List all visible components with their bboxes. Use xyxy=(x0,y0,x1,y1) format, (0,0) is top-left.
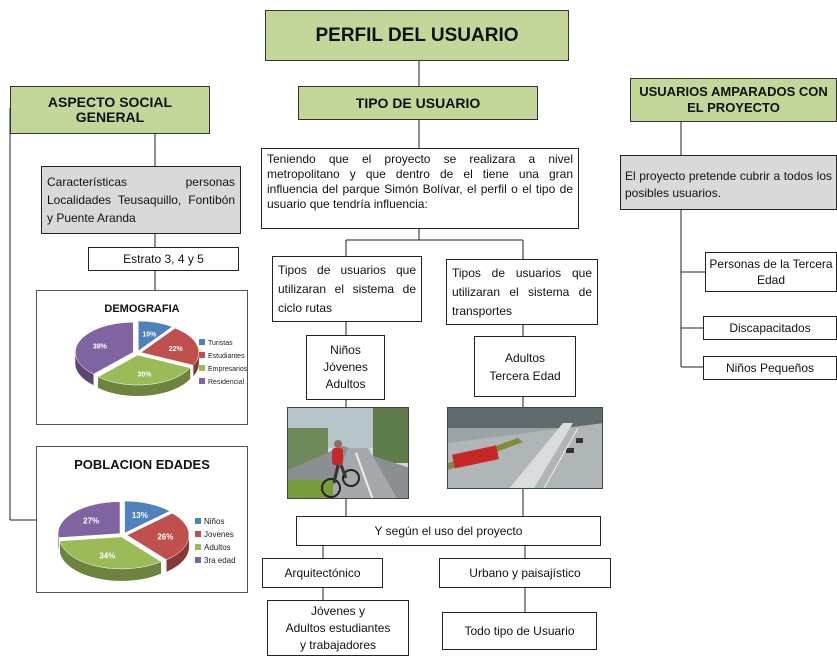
intro-box: Teniendo que el proyecto se realizara a … xyxy=(261,148,579,229)
pie-slice-1-0 xyxy=(124,500,171,534)
legend-swatch-0-0 xyxy=(199,339,205,345)
pie-slice-0-2 xyxy=(97,354,191,386)
characteristics-text: Características personas Localidades Teu… xyxy=(47,175,235,225)
pie-slice-side-1-1 xyxy=(166,535,189,572)
tipo-usuario-heading-text: TIPO DE USUARIO xyxy=(355,94,481,111)
coverage-item-text: Discapacitados xyxy=(729,320,811,335)
urban-users-text: Todo tipo de Usuario xyxy=(464,623,575,638)
pie-data-label-0-1: 22% xyxy=(169,346,184,353)
pie-data-label-0-3: 38% xyxy=(93,343,108,350)
transport-user-list: Adultos Tercera Edad xyxy=(474,336,576,397)
estrato-text: Estrato 3, 4 y 5 xyxy=(123,251,204,266)
coverage-text: El proyecto pretende cubrir a todos los … xyxy=(625,169,832,200)
page-title-text: PERFIL DEL USUARIO xyxy=(315,25,519,46)
use-box-text: Y según el uso del proyecto xyxy=(374,523,523,538)
cycle-user-item: Adultos xyxy=(325,377,366,391)
legend-label-0-0: Turistas xyxy=(208,340,233,347)
arch-user-line: y trabajadores xyxy=(299,637,377,652)
usuarios-amparados-heading: USUARIOS AMPARADOS CON EL PROYECTO xyxy=(630,78,837,122)
legend-swatch-0-3 xyxy=(199,378,205,384)
pie-slice-1-1 xyxy=(126,512,190,561)
estrato-box: Estrato 3, 4 y 5 xyxy=(88,247,239,271)
pie-slice-side-1-2 xyxy=(60,540,162,581)
legend-swatch-0-2 xyxy=(199,365,205,371)
legend-swatch-0-1 xyxy=(199,352,205,358)
cycle-user-list: Niños Jóvenes Adultos xyxy=(306,335,385,400)
pie-slice-side-0-2 xyxy=(98,367,191,397)
legend-label-1-1: Jovenes xyxy=(204,530,234,539)
coverage-item-disabled: Discapacitados xyxy=(703,316,837,340)
transport-users-box: Tipos de usuarios que utilizaran el sist… xyxy=(446,259,598,325)
transport-user-item: Adultos xyxy=(504,350,546,365)
urban-box: Urbano y paisajístico xyxy=(439,558,611,588)
legend-label-0-1: Estudiantes xyxy=(208,353,245,360)
pie-slice-0-1 xyxy=(140,327,200,366)
cycle-users-text: Tipos de usuarios que utilizaran el sist… xyxy=(278,263,416,315)
transit-illustration xyxy=(448,408,602,488)
urban-users-box: Todo tipo de Usuario xyxy=(442,612,597,650)
characteristics-box: Características personas Localidades Teu… xyxy=(41,166,241,234)
transport-user-item: Tercera Edad xyxy=(489,368,561,383)
coverage-box: El proyecto pretende cubrir a todos los … xyxy=(620,155,837,210)
cyclist-photo xyxy=(287,407,409,499)
arch-user-line: Jóvenes y xyxy=(310,603,366,618)
pie-data-label-1-3: 27% xyxy=(83,517,99,526)
pie-slice-1-3 xyxy=(57,501,121,538)
cyclist-illustration xyxy=(288,408,408,498)
legend-swatch-1-3 xyxy=(195,557,201,563)
pie-data-label-1-0: 13% xyxy=(132,511,148,520)
pie-data-label-0-0: 10% xyxy=(142,331,157,338)
legend-label-1-2: Adultos xyxy=(204,543,231,552)
aspecto-social-heading: ASPECTO SOCIAL GENERAL xyxy=(10,86,210,134)
legend-swatch-1-0 xyxy=(195,518,201,524)
legend-swatch-1-2 xyxy=(195,544,201,550)
pie-data-label-1-2: 34% xyxy=(99,551,115,560)
legend-label-1-0: Niños xyxy=(204,517,224,526)
tipo-usuario-heading: TIPO DE USUARIO xyxy=(298,86,538,120)
arch-text: Arquitectónico xyxy=(284,565,361,580)
pie-data-label-0-2: 30% xyxy=(137,371,152,378)
intro-text: Teniendo que el proyecto se realizara a … xyxy=(267,152,573,211)
transit-photo xyxy=(447,407,603,489)
legend-swatch-1-1 xyxy=(195,531,201,537)
transport-users-text: Tipos de usuarios que utilizaran el sist… xyxy=(452,266,592,318)
poblacion-chart-title: POBLACION EDADES xyxy=(74,457,210,472)
cycle-user-item: Jóvenes xyxy=(323,360,368,374)
pie-slice-1-2 xyxy=(59,536,162,570)
legend-label-0-3: Residencial xyxy=(208,379,245,386)
aspecto-social-heading-text: ASPECTO SOCIAL GENERAL xyxy=(47,94,173,125)
cycle-user-item: Niños xyxy=(330,343,361,357)
usuarios-amparados-heading-text: USUARIOS AMPARADOS CON EL PROYECTO xyxy=(639,84,828,115)
cycle-users-box: Tipos de usuarios que utilizaran el sist… xyxy=(272,256,422,322)
urban-text: Urbano y paisajístico xyxy=(469,565,581,580)
coverage-item-elderly: Personas de la Tercera Edad xyxy=(705,252,837,292)
coverage-item-text: Personas de la Tercera Edad xyxy=(709,257,833,287)
legend-label-1-3: 3ra edad xyxy=(204,556,236,565)
legend-label-0-2: Empresarios xyxy=(208,366,247,373)
use-box: Y según el uso del proyecto xyxy=(296,516,601,546)
arch-user-line: Adultos estudiantes xyxy=(285,620,391,635)
pie-data-label-1-1: 26% xyxy=(157,532,173,541)
pie-slice-0-0 xyxy=(137,320,173,352)
arch-users-box: Jóvenes y Adultos estudiantes y trabajad… xyxy=(267,600,409,656)
demografia-chart-title: DEMOGRAFIA xyxy=(104,303,180,315)
pie-slice-side-0-1 xyxy=(193,352,199,377)
pie-slice-0-3 xyxy=(75,321,134,375)
page-title: PERFIL DEL USUARIO xyxy=(265,10,569,61)
coverage-item-text: Niños Pequeños xyxy=(725,360,815,375)
demografia-pie-svg: 10% 22% 30% 38% TuristasEstudiantesEmpresari… xyxy=(75,320,247,397)
arch-box: Arquitectónico xyxy=(262,558,383,588)
coverage-item-children: Niños Pequeños xyxy=(703,356,837,380)
